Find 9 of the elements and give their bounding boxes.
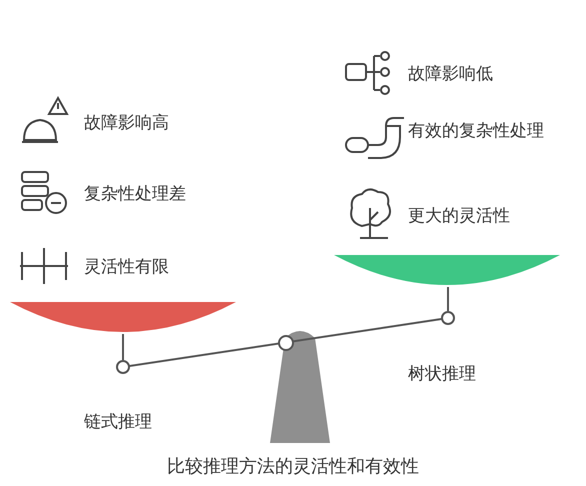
item-label: 故障影响低 (408, 63, 494, 85)
item-label: 更大的灵活性 (408, 205, 511, 227)
item-label: 复杂性处理差 (84, 183, 187, 205)
item-label: 树状推理 (408, 363, 477, 385)
item-label: 有效的复杂性处理 (408, 120, 545, 142)
item-label: 故障影响高 (84, 112, 170, 134)
item-label: 灵活性有限 (84, 256, 170, 278)
item-label: 链式推理 (84, 411, 153, 433)
caption: 比较推理方法的灵活性和有效性 (166, 456, 420, 478)
